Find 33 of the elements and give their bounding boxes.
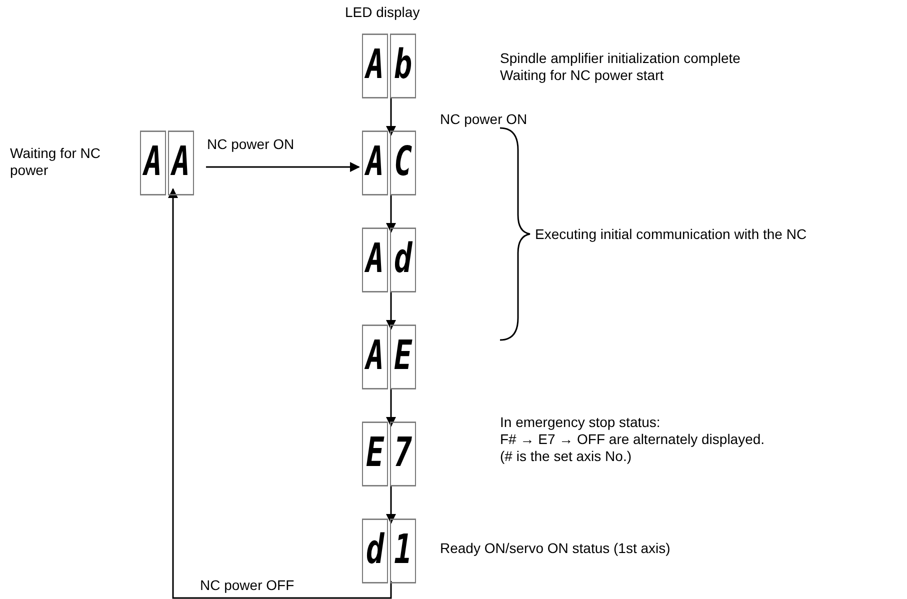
status-description: Waiting for NC power [10,145,102,179]
seven-segment-digit: A [362,228,388,292]
seven-segment-digit: b [390,34,416,98]
seven-segment-digit: A [362,324,388,390]
seven-segment-digit: d [362,518,388,584]
seven-segment-digit: E [362,422,388,486]
arrow [206,162,360,172]
edge-label: NC power OFF [200,577,294,594]
seven-segment-digit: A [362,130,388,196]
arrow [386,389,396,427]
status-description: In emergency stop status: [500,414,662,431]
seven-segment-digit: E [390,324,416,390]
arrow [386,195,396,233]
status-description: F# → E7 → OFF are alternately displayed. [500,431,766,448]
status-description: (# is the set axis No.) [500,448,632,465]
edge-label: NC power ON [207,136,294,153]
arrow [386,98,396,136]
status-description: Ready ON/servo ON status (1st axis) [440,540,672,557]
seven-segment-digit: C [390,130,416,196]
arrow [386,486,396,524]
group-description: Executing initial communication with the NC [535,226,807,243]
status-description: Waiting for NC power start [500,67,665,84]
arrow [386,292,396,330]
seven-segment-digit: d [390,228,416,292]
column-heading: LED display [345,4,420,21]
status-description: Spindle amplifier initialization complete [500,50,742,67]
edge-label: NC power ON [440,111,528,128]
seven-segment-digit: 1 [390,518,416,584]
arrow [168,188,392,599]
seven-segment-digit: A [362,34,388,98]
seven-segment-digit: 7 [390,422,416,486]
seven-segment-digit: A [140,130,166,196]
seven-segment-digit: A [168,130,194,196]
